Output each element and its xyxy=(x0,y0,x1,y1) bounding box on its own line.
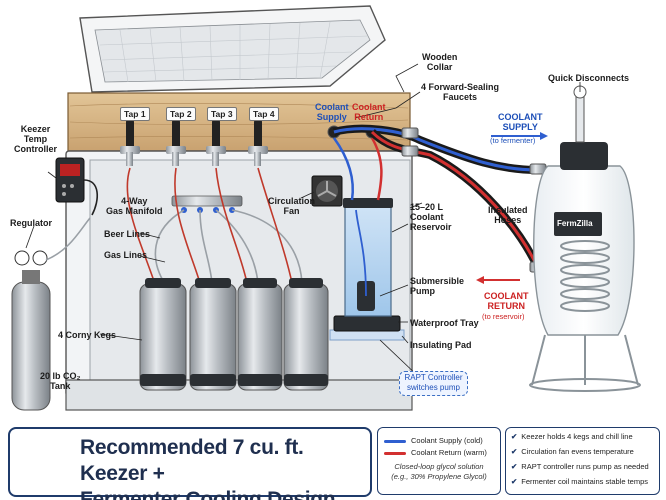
check-icon: ✔ xyxy=(511,462,518,471)
label-insulating-pad: Insulating Pad xyxy=(410,340,472,350)
wooden-collar xyxy=(67,92,411,152)
cooling-coil xyxy=(560,240,610,312)
legend-supply: Coolant Supply (cold) xyxy=(384,436,483,445)
label-to-fermenter: (to fermenter) xyxy=(490,136,536,145)
check-icon: ✔ xyxy=(511,447,518,456)
tap-label-4: Tap 4 xyxy=(249,107,279,121)
corny-kegs xyxy=(139,278,329,391)
note-text-4: Fermenter coil maintains stable temps xyxy=(521,477,649,486)
legend-note: Closed-loop glycol solution(e.g., 30% Pr… xyxy=(391,462,487,481)
note-text-1: Keezer holds 4 kegs and chill line xyxy=(521,432,633,441)
note-item-3: ✔RAPT controller runs pump as needed xyxy=(511,462,649,471)
return-line-internal xyxy=(370,137,383,201)
keezer-temp-controller xyxy=(55,157,99,216)
freezer-lid xyxy=(79,5,386,93)
circulation-fan xyxy=(311,175,343,207)
legend-supply-label: Coolant Supply (cold) xyxy=(411,436,483,445)
regulator-gauge-2 xyxy=(32,250,48,266)
fermenter xyxy=(529,85,641,392)
note-item-1: ✔Keezer holds 4 kegs and chill line xyxy=(511,432,633,441)
note-item-4: ✔Fermenter coil maintains stable temps xyxy=(511,477,648,486)
pump-outlet-line xyxy=(355,209,367,297)
legend-return-label: Coolant Return (warm) xyxy=(411,448,487,457)
coolant-reservoir xyxy=(343,198,393,317)
waterproof-tray xyxy=(333,315,401,332)
tap-label-1: Tap 1 xyxy=(120,107,150,121)
notes-panel: ✔Keezer holds 4 kegs and chill line ✔Cir… xyxy=(505,427,660,495)
co2-tank xyxy=(11,217,91,411)
fermenter-brand-label: FermZilla xyxy=(557,219,593,228)
supply-line-internal xyxy=(332,137,355,201)
note-item-2: ✔Circulation fan evens temperature xyxy=(511,447,634,456)
title-panel: Recommended 7 cu. ft. Keezer +Fermenter … xyxy=(8,427,372,500)
regulator-gauge-1 xyxy=(14,250,30,266)
fermenter-label-plate xyxy=(554,212,602,236)
note-text-2: Circulation fan evens temperature xyxy=(521,447,634,456)
legend-return: Coolant Return (warm) xyxy=(384,448,487,457)
label-waterproof-tray: Waterproof Tray xyxy=(410,318,479,328)
label-corny-kegs: 4 Corny Kegs xyxy=(58,330,117,340)
return-arrowhead xyxy=(476,276,484,284)
tap-label-2: Tap 2 xyxy=(166,107,196,121)
tap-label-3: Tap 3 xyxy=(207,107,237,121)
legend-panel: Coolant Supply (cold) Coolant Return (wa… xyxy=(377,427,501,495)
tap-handles xyxy=(120,120,268,166)
insulated-hoses xyxy=(332,124,542,270)
gas-lines xyxy=(154,209,303,285)
label-beer-lines: Beer Lines xyxy=(104,229,151,239)
note-text-3: RAPT controller runs pump as needed xyxy=(521,462,649,471)
label-gas-lines: Gas Lines xyxy=(104,250,148,260)
supply-arrowhead xyxy=(540,132,548,140)
label-regulator: Regulator xyxy=(10,218,53,228)
check-icon: ✔ xyxy=(511,432,518,441)
check-icon: ✔ xyxy=(511,477,518,486)
legend-return-swatch xyxy=(384,451,406,455)
page-title: Recommended 7 cu. ft. Keezer +Fermenter … xyxy=(80,436,336,500)
beer-lines xyxy=(126,167,293,285)
legend-supply-swatch xyxy=(384,439,406,443)
label-to-reservoir: (to reservoir) xyxy=(482,312,525,321)
label-quick-disconnects: Quick Disconnects xyxy=(548,73,630,83)
